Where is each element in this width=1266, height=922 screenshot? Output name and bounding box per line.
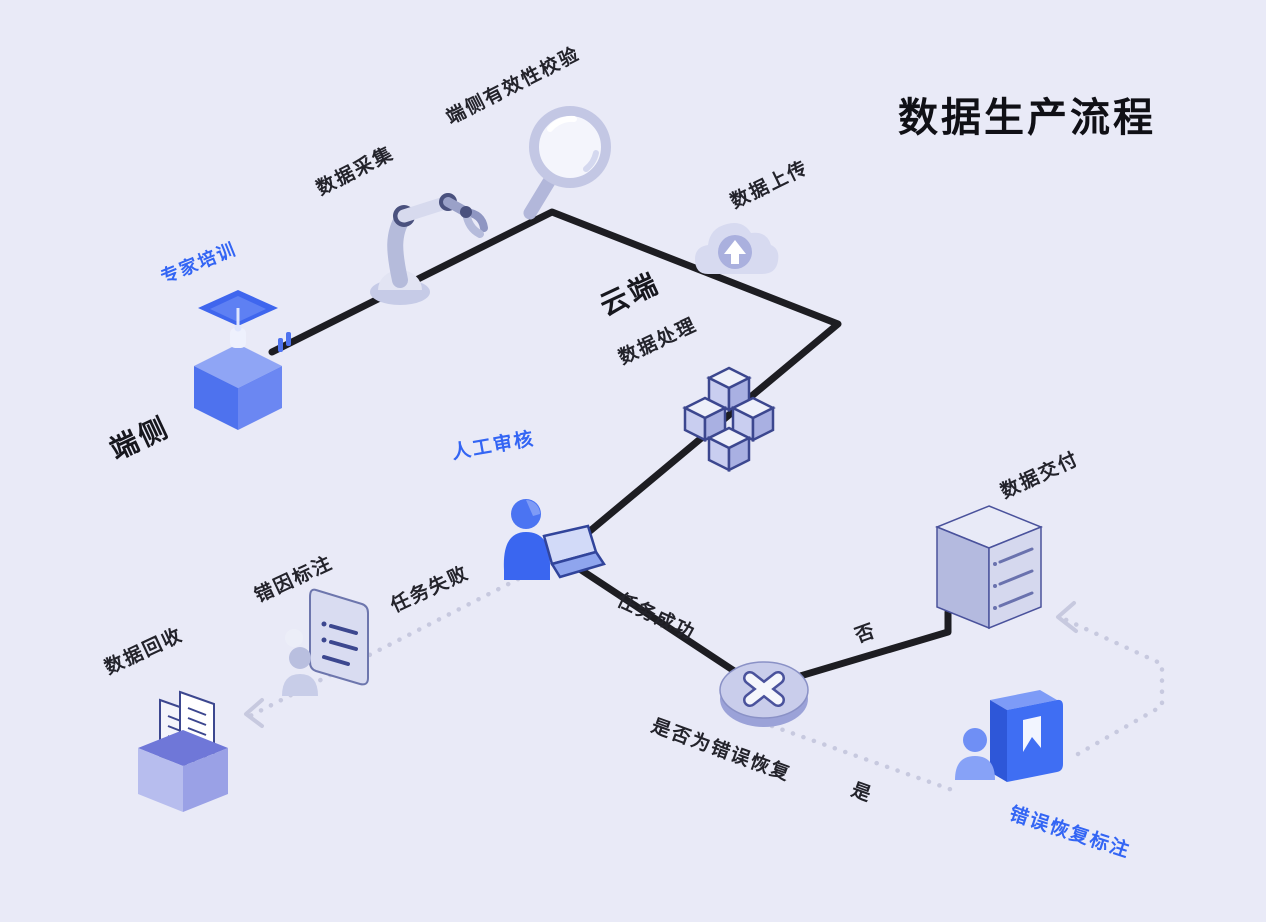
arrowhead-to-server-icon: [1056, 601, 1078, 633]
decision-x-icon: [712, 642, 817, 742]
server-stack-icon: [932, 500, 1047, 635]
person-laptop-icon: [492, 492, 612, 597]
box-files-icon: [118, 672, 248, 817]
task-failed-dotted-line: [247, 571, 531, 719]
person-document-icon: [278, 578, 388, 708]
magnifier-icon: [512, 95, 622, 225]
page-title: 数据生产流程: [898, 95, 1156, 141]
arrowhead-to-recycle-icon: [244, 698, 264, 728]
graduation-cap-icon: [178, 282, 298, 432]
cloud-upload-icon: [688, 202, 783, 297]
cube-stack-icon: [672, 360, 787, 475]
decision-yes-dotted-line: [769, 723, 961, 795]
robot-arm-icon: [348, 172, 498, 312]
person-bookmark-icon: [945, 678, 1070, 803]
recovery-feedback-dotted-line: [1059, 615, 1165, 757]
